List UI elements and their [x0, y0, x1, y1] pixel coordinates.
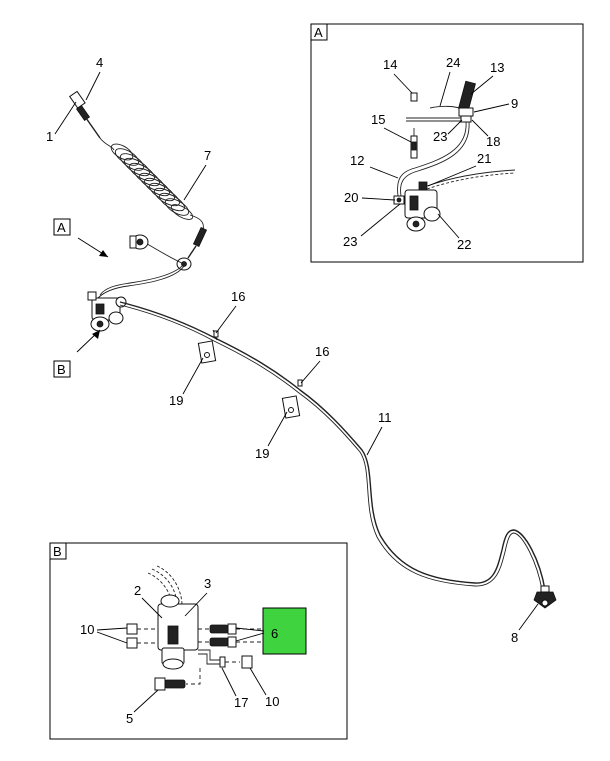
callout-a12: 12 — [350, 153, 364, 168]
callout-11: 11 — [378, 410, 392, 425]
detail-a: A — [310, 23, 584, 263]
view-tag-b: B — [53, 360, 71, 378]
main-assembly — [69, 90, 557, 609]
callout-a23b: 23 — [343, 234, 357, 249]
callout-1: 1 — [46, 129, 53, 144]
main-callouts: 1 4 7 16 19 16 19 11 8 — [46, 55, 539, 645]
callout-a23a: 23 — [433, 129, 447, 144]
detail-a-upper-fitting — [406, 80, 476, 159]
end-fitting — [533, 585, 557, 609]
callout-a20: 20 — [344, 190, 358, 205]
detail-b-valve — [157, 594, 199, 670]
callout-16a: 16 — [231, 289, 245, 304]
callout-4: 4 — [96, 55, 103, 70]
coiled-tube — [99, 137, 204, 231]
view-tag-a-text: A — [57, 220, 66, 235]
callout-19a: 19 — [169, 393, 183, 408]
hose-to-valve — [99, 263, 185, 296]
view-tag-b-text: B — [57, 362, 66, 377]
callout-a15: 15 — [371, 112, 385, 127]
callout-a14: 14 — [383, 57, 397, 72]
callout-b6: 6 — [271, 626, 278, 641]
coil-lower-fitting — [176, 227, 208, 271]
callout-b5: 5 — [126, 711, 133, 726]
callout-b3: 3 — [204, 576, 211, 591]
clamp-2 — [281, 379, 303, 419]
coil-end-fitting — [69, 90, 101, 139]
detail-b-lower-tube — [154, 649, 253, 691]
detail-b-left-fittings — [126, 623, 158, 649]
valve-assembly — [87, 291, 127, 332]
detail-b: B — [49, 542, 348, 740]
detail-b-label: B — [53, 544, 62, 559]
detail-a-label: A — [314, 25, 323, 40]
callout-19b: 19 — [255, 446, 269, 461]
view-tag-a: A — [53, 218, 71, 236]
callout-a21: 21 — [477, 151, 491, 166]
callout-a18: 18 — [486, 134, 500, 149]
callout-b10a: 10 — [80, 622, 94, 637]
main-tube — [119, 301, 546, 591]
detail-a-valve — [393, 169, 516, 232]
callout-16b: 16 — [315, 344, 329, 359]
bulkhead-fitting — [129, 234, 185, 265]
callout-a13: 13 — [490, 60, 504, 75]
callout-b2: 2 — [134, 583, 141, 598]
callout-a24: 24 — [446, 55, 460, 70]
highlighted-part-6[interactable] — [262, 607, 307, 655]
callout-a22: 22 — [457, 237, 471, 252]
clamp-1 — [197, 329, 219, 364]
callout-7: 7 — [204, 148, 211, 163]
detail-b-right-fittings — [198, 623, 262, 648]
callout-b10b: 10 — [265, 694, 279, 709]
callout-b17: 17 — [234, 695, 248, 710]
callout-a9: 9 — [511, 96, 518, 111]
callout-8: 8 — [511, 630, 518, 645]
